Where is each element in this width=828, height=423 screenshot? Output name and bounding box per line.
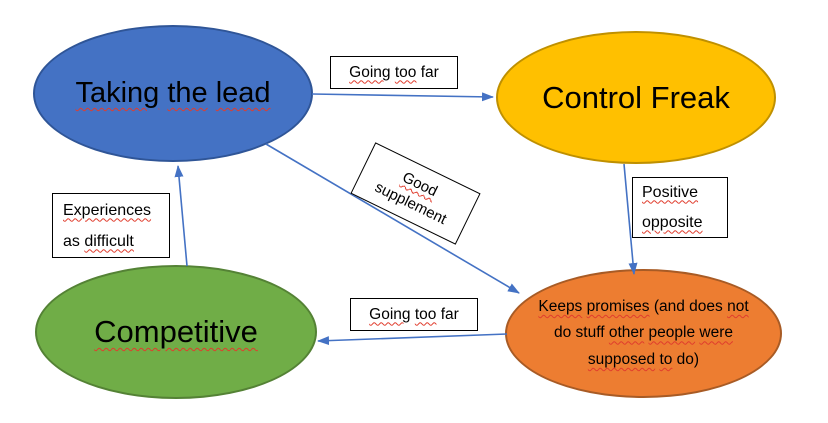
node-taking-the-lead[interactable]: Taking the lead (33, 25, 313, 162)
node-taking-the-lead-label: Taking the lead (75, 77, 271, 109)
node-keeps-promises[interactable]: Keeps promises (and does not do stuff ot… (505, 269, 782, 398)
arrow-positive-opposite[interactable] (623, 163, 638, 275)
edge-label-going-too-far-top-text: Going too far (349, 63, 439, 81)
edge-label-experiences-as-difficult[interactable]: Experiences as difficult (52, 193, 170, 258)
edge-label-going-too-far-top[interactable]: Going too far (330, 56, 458, 89)
node-control-freak-label: Control Freak (542, 79, 730, 115)
edge-label-going-too-far-bottom-text: Going too far (369, 305, 459, 323)
arrow-going-too-far-top[interactable] (311, 92, 494, 102)
node-control-freak[interactable]: Control Freak (496, 31, 776, 164)
edge-label-positive-opposite[interactable]: Positive opposite (632, 177, 728, 238)
arrow-going-too-far-bottom[interactable] (317, 333, 508, 346)
node-competitive[interactable]: Competitive (35, 265, 317, 399)
node-keeps-promises-label: Keeps promises (and does not do stuff ot… (538, 297, 749, 368)
arrow-good-supplement[interactable] (265, 143, 520, 294)
edge-label-positive-opposite-text: Positive opposite (642, 183, 703, 231)
edge-label-going-too-far-bottom[interactable]: Going too far (350, 298, 478, 331)
node-competitive-label: Competitive (94, 314, 258, 349)
edge-label-experiences-as-difficult-text: Experiences as difficult (63, 201, 152, 250)
arrow-experiences-as-difficult[interactable] (174, 165, 188, 267)
